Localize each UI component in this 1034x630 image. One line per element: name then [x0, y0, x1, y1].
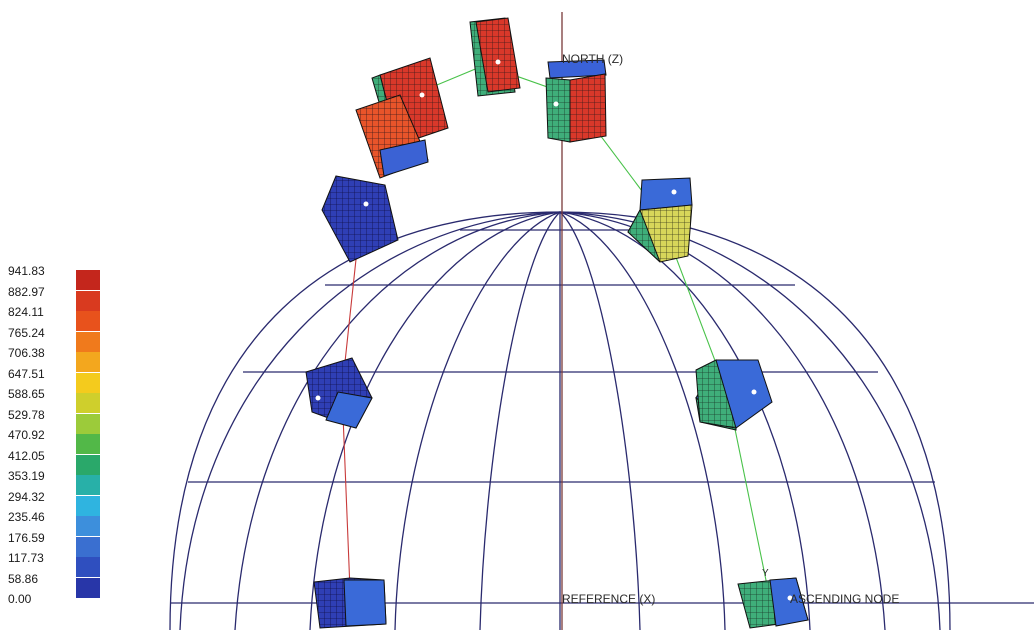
meridian [234, 211, 561, 630]
legend-swatch [76, 557, 100, 577]
legend-label: 647.51 [8, 366, 45, 381]
legend-label: 117.73 [8, 551, 44, 565]
meridian [559, 211, 811, 630]
legend-swatch [76, 331, 100, 352]
satellite-cube [627, 177, 693, 263]
sphere-wireframe [169, 211, 1034, 630]
satellite-cube [737, 577, 809, 629]
legend-label: 588.65 [8, 387, 45, 401]
legend-label: 0.00 [8, 592, 32, 606]
legend-swatch [76, 413, 100, 434]
legend-label: 765.24 [8, 325, 45, 340]
legend-swatch [76, 536, 100, 557]
color-legend: 941.83 882.97 824.11 765.24 706.38 647.51 588.… [8, 264, 103, 622]
satellite-cube [469, 17, 521, 97]
legend-swatch [76, 495, 100, 516]
meridian [559, 211, 941, 630]
meridian [479, 211, 561, 630]
legend-label: 294.32 [8, 489, 45, 504]
legend-swatch [76, 577, 100, 598]
ascending-node-label: ASCENDING NODE [790, 592, 900, 606]
legend-swatch [76, 270, 100, 290]
legend-label: 941.83 [8, 264, 45, 278]
legend-label: 353.19 [8, 469, 45, 483]
legend-swatch [76, 454, 100, 475]
legend-swatch [76, 475, 100, 495]
meridian [559, 211, 726, 630]
legend-swatch [76, 516, 100, 536]
meridian [559, 211, 886, 630]
satellite-cube [313, 577, 387, 629]
satellite-cube [355, 94, 429, 179]
satellite-cube [305, 357, 373, 429]
meridian [309, 211, 561, 630]
y-axis-label: Y [762, 568, 769, 579]
legend-label: 235.46 [8, 510, 45, 524]
legend-label: 412.05 [8, 448, 45, 463]
north-axis-label: NORTH (Z) [562, 52, 624, 66]
legend-swatch [76, 434, 100, 454]
legend-swatch [76, 290, 100, 311]
legend-label: 176.59 [8, 530, 45, 545]
meridian [559, 211, 641, 630]
satellite-cube [321, 175, 399, 263]
legend-swatch [76, 352, 100, 372]
legend-label: 58.86 [8, 571, 39, 586]
legend-label: 529.78 [8, 407, 45, 422]
legend-swatch [76, 372, 100, 393]
legend-label: 706.38 [8, 346, 45, 360]
legend-swatch [76, 393, 100, 413]
legend-label: 824.11 [8, 305, 44, 319]
satellite-cube [695, 359, 773, 431]
satellite-cube [545, 59, 607, 143]
legend-label: 470.92 [8, 428, 45, 442]
right-orbit-path [394, 64, 769, 591]
meridian [394, 211, 561, 630]
legend-label: 882.97 [8, 284, 45, 299]
reference-axis-label: REFERENCE (X) [562, 592, 656, 606]
meridian [179, 211, 561, 630]
legend-swatch [76, 311, 100, 331]
